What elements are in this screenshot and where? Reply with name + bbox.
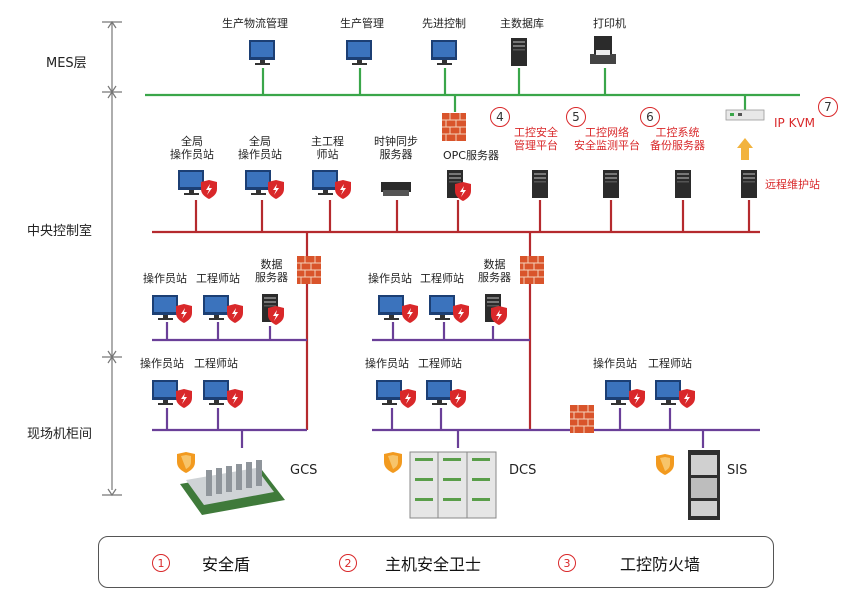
firewall-sis-icon	[569, 404, 595, 434]
label-logistics: 生产物流管理	[222, 17, 288, 30]
label-printer: 打印机	[593, 17, 626, 30]
layer-label-mes: MES层	[46, 56, 87, 71]
control-left-devices	[152, 294, 284, 325]
badge-6: 6	[640, 107, 660, 127]
mes-logistics-monitor	[249, 40, 275, 65]
opc-server	[447, 170, 471, 201]
mes-production-monitor	[346, 40, 372, 65]
time-sync-server	[381, 182, 411, 196]
legend-num-1: 1	[152, 554, 170, 572]
main-engineer-station	[312, 170, 351, 199]
badge-5: 5	[566, 107, 586, 127]
ip-kvm-device	[725, 109, 765, 121]
label-dcs: DCS	[509, 463, 537, 478]
mes-bus	[145, 68, 800, 112]
label-security-platform: 工控安全 管理平台	[514, 126, 558, 152]
dcs-cabinet	[384, 451, 497, 519]
legend-text-1: 安全盾	[202, 555, 251, 574]
label-global-op-1: 全局 操作员站	[170, 135, 214, 161]
sis-cabinet	[656, 450, 720, 520]
label-field-right-eng: 工程师站	[648, 357, 692, 370]
firewall-opc-icon	[441, 112, 467, 142]
mes-devices	[249, 36, 616, 66]
label-field-mid-eng: 工程师站	[418, 357, 462, 370]
label-ctrl-mid-op: 操作员站	[368, 272, 412, 285]
label-field-mid-op: 操作员站	[365, 357, 409, 370]
mes-printer-icon	[590, 36, 616, 64]
legend-item-firewall: 3 工控防火墙	[558, 537, 700, 589]
label-field-right-op: 操作员站	[593, 357, 637, 370]
label-advanced-control: 先进控制	[422, 17, 466, 30]
central-devices	[178, 109, 765, 201]
label-network-monitor: 工控网络 安全监测平台	[574, 126, 640, 152]
mes-advanced-control-monitor	[431, 40, 457, 65]
firewall-mid-icon	[519, 255, 545, 285]
label-database: 主数据库	[500, 17, 544, 30]
badge-7: 7	[818, 97, 838, 117]
backup-server	[675, 170, 691, 198]
field-devices	[152, 380, 695, 408]
control-mid-devices	[378, 294, 507, 325]
remote-maintenance-server	[741, 170, 757, 198]
badge-4: 4	[490, 107, 510, 127]
label-gcs: GCS	[290, 463, 318, 478]
security-platform-server	[532, 170, 548, 198]
layer-axis	[102, 20, 122, 497]
legend-num-3: 3	[558, 554, 576, 572]
legend-box: 1 安全盾 2 主机安全卫士 3 工控防火墙	[98, 536, 774, 588]
label-ipkvm: IP KVM	[774, 116, 816, 130]
label-main-eng: 主工程 师站	[311, 135, 344, 161]
label-field-left-op: 操作员站	[140, 357, 184, 370]
label-opc: OPC服务器	[443, 149, 499, 162]
label-backup: 工控系统 备份服务器	[650, 126, 705, 152]
label-ctrl-left-op: 操作员站	[143, 272, 187, 285]
control-bus	[152, 322, 760, 448]
label-time-sync: 时钟同步 服务器	[374, 135, 418, 161]
firewall-left-icon	[296, 255, 322, 285]
label-remote: 远程维护站	[765, 178, 820, 191]
label-sis: SIS	[727, 463, 748, 478]
label-field-left-eng: 工程师站	[194, 357, 238, 370]
gcs-cabinet	[177, 452, 285, 515]
label-ctrl-mid-eng: 工程师站	[420, 272, 464, 285]
legend-num-2: 2	[339, 554, 357, 572]
label-global-op-2: 全局 操作员站	[238, 135, 282, 161]
network-monitor-server	[603, 170, 619, 198]
global-operator-station-1	[178, 170, 217, 199]
legend-item-shield: 1 安全盾	[152, 537, 250, 589]
legend-text-2: 主机安全卫士	[385, 555, 482, 574]
legend-text-3: 工控防火墙	[620, 555, 701, 574]
kvm-arrow-icon	[737, 138, 753, 160]
label-ctrl-left-eng: 工程师站	[196, 272, 240, 285]
mes-database-server	[511, 38, 527, 66]
label-ctrl-left-data: 数据 服务器	[255, 258, 288, 284]
global-operator-station-2	[245, 170, 284, 199]
label-ctrl-mid-data: 数据 服务器	[478, 258, 511, 284]
label-production: 生产管理	[340, 17, 384, 30]
legend-item-host-guard: 2 主机安全卫士	[339, 537, 481, 589]
layer-label-central: 中央控制室	[27, 224, 93, 239]
layer-label-field: 现场机柜间	[27, 427, 93, 442]
